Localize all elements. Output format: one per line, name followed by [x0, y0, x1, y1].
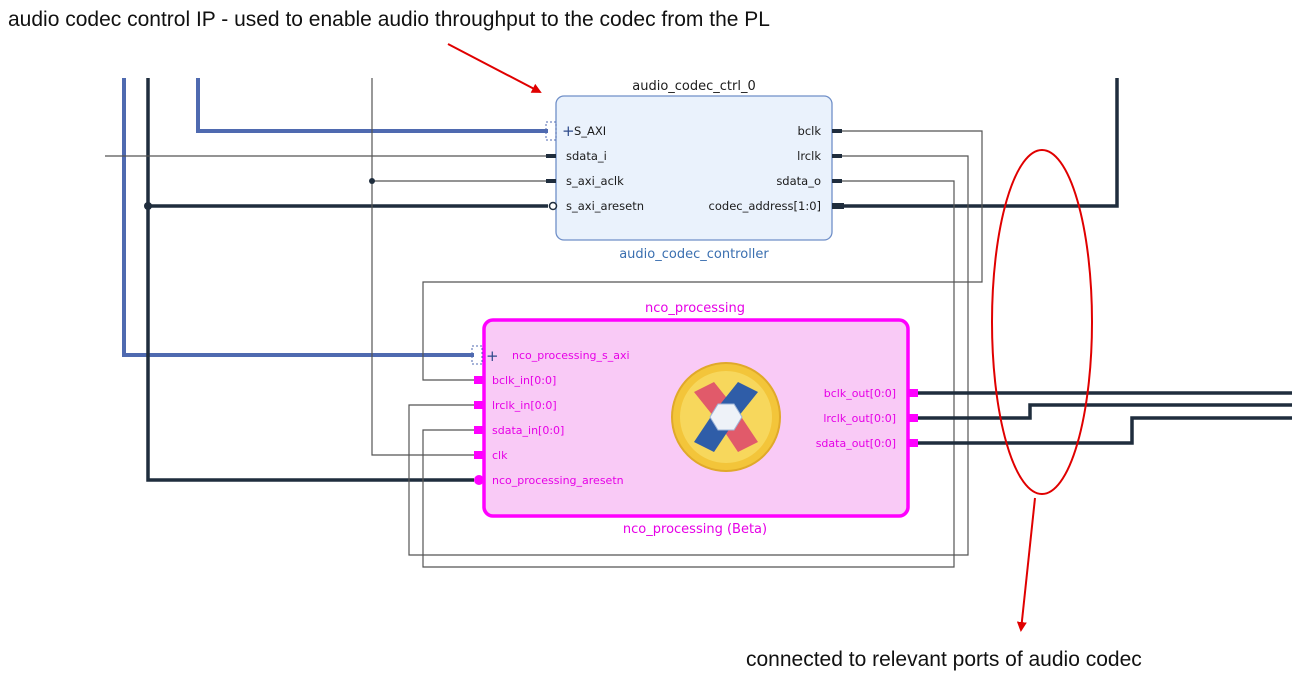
nco-processing-block[interactable]: nco_processing + nco_processing_s_axi bc…	[471, 301, 918, 537]
ctrl-pin-sdata-o[interactable]	[832, 179, 842, 183]
axi-bus-wire-nco[interactable]	[122, 78, 474, 357]
nco-port-sdata-out: sdata_out[0:0]	[816, 437, 896, 450]
ctrl-pin-lrclk[interactable]	[832, 154, 842, 158]
nco-port-sdata-in: sdata_in[0:0]	[492, 424, 564, 437]
nco-port-lrclk-in: lrclk_in[0:0]	[492, 399, 557, 412]
ctrl-port-s-axi: S_AXI	[574, 124, 606, 138]
ctrl-pin-s-axi-aresetn[interactable]	[548, 201, 558, 211]
top-annotation-arrow	[447, 43, 542, 93]
nco-instance-name: nco_processing	[645, 301, 745, 316]
bottom-annotation-arrow	[1016, 497, 1036, 632]
red-highlight-ellipse	[991, 149, 1093, 495]
ctrl-instance-name: audio_codec_ctrl_0	[632, 79, 756, 94]
bottom-annotation: connected to relevant ports of audio cod…	[746, 648, 1142, 671]
top-annotation: audio codec control IP - used to enable …	[8, 8, 770, 31]
audio-codec-ctrl-block[interactable]: audio_codec_ctrl_0 + S_AXI sdata_i s_axi…	[545, 79, 844, 262]
sdata-o-loop-wire[interactable]	[422, 180, 955, 568]
sdata-out-wire[interactable]	[908, 416, 1292, 445]
nco-axi-port-icon[interactable]	[471, 345, 483, 365]
nco-port-lrclk-out: lrclk_out[0:0]	[823, 412, 896, 425]
ctrl-pin-sdata-i[interactable]	[546, 154, 556, 158]
nco-ip-name: nco_processing (Beta)	[623, 522, 767, 537]
lrclk-loop-wire[interactable]	[408, 155, 969, 556]
ctrl-port-lrclk: lrclk	[797, 149, 821, 163]
nco-port-clk: clk	[492, 449, 508, 462]
lrclk-out-wire[interactable]	[908, 403, 1292, 420]
annotation-layer	[447, 43, 1093, 632]
ctrl-port-sdata-i: sdata_i	[566, 149, 607, 163]
reset-junction-dot	[144, 202, 152, 210]
nco-pin-lrclk-in[interactable]	[474, 401, 484, 409]
nco-pin-lrclk-out[interactable]	[908, 414, 918, 422]
nco-pin-aresetn[interactable]	[474, 475, 484, 485]
ctrl-port-s-axi-aclk: s_axi_aclk	[566, 174, 624, 188]
ctrl-pin-bclk[interactable]	[832, 129, 842, 133]
nco-pin-sdata-out[interactable]	[908, 439, 918, 447]
nco-pin-clk[interactable]	[474, 451, 484, 459]
nco-port-bclk-out: bclk_out[0:0]	[824, 387, 896, 400]
ctrl-axi-port-icon[interactable]	[545, 121, 557, 141]
nco-port-s-axi: nco_processing_s_axi	[512, 349, 630, 362]
hls-logo-icon	[671, 362, 781, 472]
ctrl-pin-s-axi-aclk[interactable]	[546, 179, 556, 183]
nco-port-bclk-in: bclk_in[0:0]	[492, 374, 556, 387]
ctrl-port-codec-address: codec_address[1:0]	[709, 199, 821, 213]
nco-port-aresetn: nco_processing_aresetn	[492, 474, 624, 487]
ctrl-port-s-axi-aresetn: s_axi_aresetn	[566, 199, 644, 213]
reset-wire[interactable]	[146, 78, 474, 482]
codec-address-wire[interactable]	[832, 78, 1119, 208]
ctrl-ip-name: audio_codec_controller	[619, 247, 769, 262]
wire-layer	[105, 78, 1292, 568]
ctrl-pin-codec-address[interactable]	[832, 203, 844, 209]
ctrl-port-sdata-o: sdata_o	[776, 174, 821, 188]
nco-pin-bclk-out[interactable]	[908, 389, 918, 397]
nco-pin-bclk-in[interactable]	[474, 376, 484, 384]
bclk-loop-wire[interactable]	[422, 130, 983, 381]
nco-axi-plus-icon[interactable]: +	[486, 347, 499, 365]
clock-wire[interactable]	[371, 78, 474, 456]
ctrl-axi-plus-icon[interactable]: +	[562, 122, 575, 140]
ctrl-block-body[interactable]	[555, 95, 833, 241]
ctrl-port-bclk: bclk	[798, 124, 822, 138]
clock-junction-dot	[369, 178, 375, 184]
nco-pin-sdata-in[interactable]	[474, 426, 484, 434]
axi-bus-wire-ctrl[interactable]	[196, 78, 548, 133]
